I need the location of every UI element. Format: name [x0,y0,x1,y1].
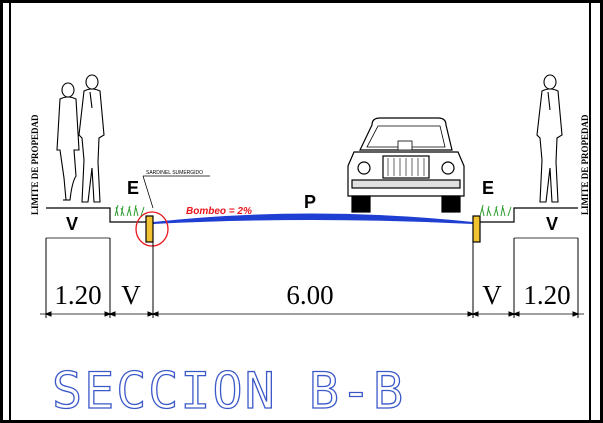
section-title: SECCION B-B [52,362,405,420]
left-property-label: LIMITE DE PROPEDAD [30,114,40,215]
pavement-surface [153,213,473,224]
road-width-dimension: 6.00 [286,280,333,310]
left-green-letter: E [127,178,139,198]
dimension-strip [40,238,584,318]
right-grass [479,204,512,217]
left-sidewalk-dimension: 1.20 [54,280,101,310]
left-verge-dimension: V [121,280,141,310]
right-verge-dimension: V [482,280,502,310]
left-curb [145,215,154,243]
right-curb [472,215,481,243]
right-sidewalk-dimension: 1.20 [523,280,570,310]
curb-note: SARDINEL SUMERGIDO [146,170,203,176]
right-property-label: LIMITE DE PROPEDAD [580,114,590,215]
car-front-view [347,117,465,213]
ground-profile [46,207,578,239]
right-sidewalk-letter: V [546,214,558,234]
curb-note-leader [142,175,154,209]
right-green-letter: E [482,178,494,198]
left-grass [114,204,145,217]
curb-highlight-circle [135,211,169,247]
bombeo-label: Bombeo = 2% [186,206,252,217]
pavement-letter: P [304,192,316,212]
pedestrians-left-figure [56,74,105,203]
pedestrian-right-figure [536,74,563,203]
left-sidewalk-letter: V [66,214,78,234]
